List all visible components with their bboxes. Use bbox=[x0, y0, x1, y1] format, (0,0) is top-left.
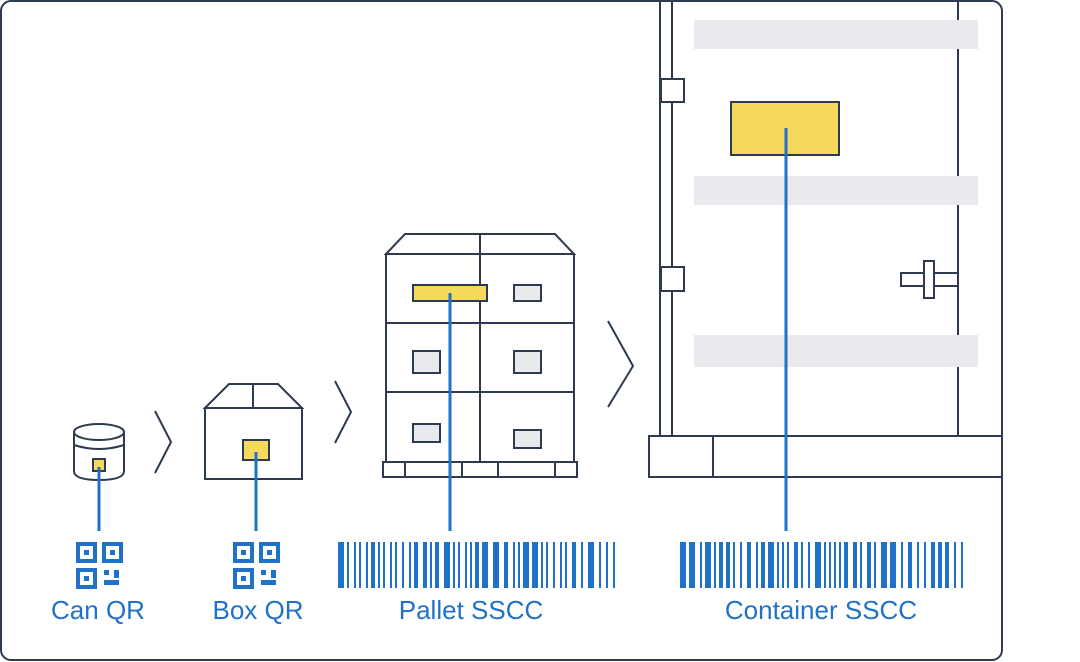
barcode-icon bbox=[338, 542, 615, 588]
chevron-right-icon bbox=[334, 380, 353, 444]
container-panels bbox=[694, 20, 978, 367]
qr-code-icon bbox=[76, 542, 123, 589]
container-illustration bbox=[648, 1, 1003, 478]
barcode-icon bbox=[680, 542, 963, 588]
box-illustration bbox=[202, 383, 305, 480]
chevron-right-icon bbox=[154, 410, 173, 474]
qr-code-icon bbox=[233, 542, 280, 589]
box-qr-label: Box QR bbox=[212, 595, 303, 625]
chevron-right-icon bbox=[607, 320, 635, 408]
pallet-carton-windows bbox=[412, 284, 542, 449]
pallet-sscc-label: Pallet SSCC bbox=[399, 595, 544, 625]
container-sscc-label: Container SSCC bbox=[725, 595, 917, 625]
can-qr-label: Can QR bbox=[51, 595, 145, 625]
